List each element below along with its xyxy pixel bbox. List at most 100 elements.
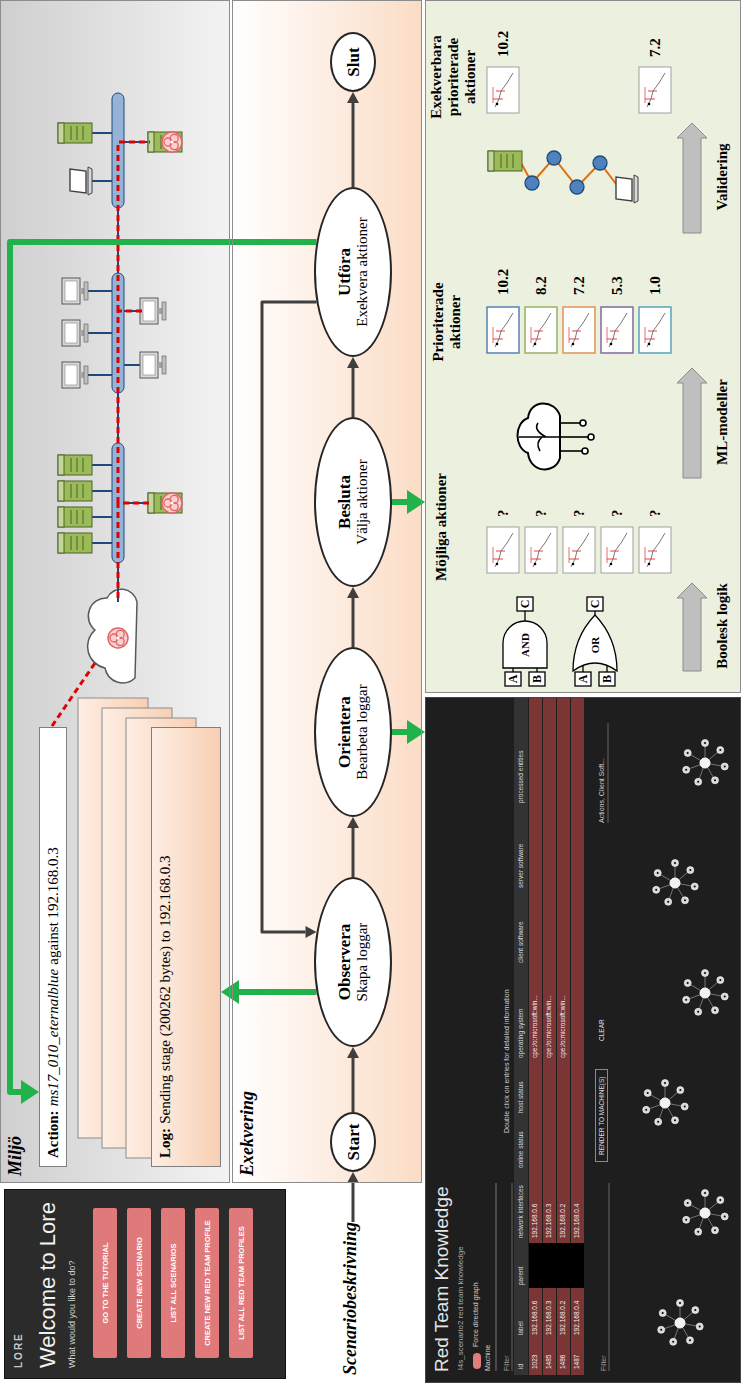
arrow-head xyxy=(21,1080,39,1104)
action-thumbnails xyxy=(487,67,671,573)
attack-graph-icon xyxy=(570,180,584,194)
action-thumbnails xyxy=(601,307,633,353)
process-oval: UtföraExekvera aktioner xyxy=(314,187,392,357)
flow-arrow xyxy=(347,357,359,417)
table-cell: 192.168.0.4 xyxy=(573,1301,580,1335)
network-illustration xyxy=(140,298,166,324)
network-illustration xyxy=(88,290,112,292)
gate-pin: A xyxy=(505,672,521,686)
node-title: Utföra xyxy=(335,248,354,296)
action-thumbnails xyxy=(487,307,519,353)
brain-icon xyxy=(560,436,588,438)
node-title: Action: xyxy=(45,1111,61,1159)
node-title: Exekvering xyxy=(237,1091,258,1176)
attack-graph-icon xyxy=(525,151,607,194)
flow-arrow xyxy=(347,587,359,647)
table-header: parent xyxy=(517,1267,524,1285)
network-illustration xyxy=(92,490,112,492)
action-thumbnails xyxy=(487,307,519,353)
network-illustration xyxy=(58,507,92,527)
table-cell: 192.168.0.6 xyxy=(531,1301,538,1335)
arrow-head xyxy=(221,980,239,1004)
connector-line xyxy=(392,729,407,735)
table-header: label xyxy=(517,1321,524,1335)
node-title: Start xyxy=(344,1124,363,1161)
network-illustration xyxy=(92,542,112,544)
action-thumbnails xyxy=(525,307,557,353)
app-button: CLEAR xyxy=(595,1013,608,1047)
rtk-screen xyxy=(473,697,728,1375)
score-value: 5.3 xyxy=(609,276,625,295)
network-illustration xyxy=(92,516,112,518)
rtk-screen xyxy=(658,1300,704,1346)
network-illustration xyxy=(58,533,92,553)
table-cell: 1486 xyxy=(559,1355,566,1369)
node-text: Bearbeta loggar xyxy=(354,684,371,779)
node-text: What would you like to do? xyxy=(67,1260,77,1368)
node-text: Validering xyxy=(714,122,731,232)
node-title: Möjliga aktioner xyxy=(433,447,450,607)
node-text: Sending stage (200262 bytes) to 192.168.… xyxy=(157,856,173,1124)
table-cell: 192.168.0.3 xyxy=(545,1204,552,1238)
logic-gates xyxy=(587,597,603,611)
arrow-head xyxy=(347,92,359,103)
rtk-screen xyxy=(529,1243,584,1288)
node-text: Exekverbara prioriterade aktioner xyxy=(428,27,479,127)
attack-graph-icon xyxy=(593,156,607,170)
flow-arrow xyxy=(347,817,359,877)
arrow-head xyxy=(347,817,359,828)
node-text: Boolesk logik xyxy=(714,566,731,686)
execution-panel: ExekveringStartObserveraSkapa loggarOrie… xyxy=(232,0,422,1183)
rtk-screen xyxy=(473,1353,481,1369)
rtk-screen xyxy=(496,1183,497,1371)
process-arrow xyxy=(677,123,707,671)
rtk-screen xyxy=(643,1080,689,1126)
network-illustration xyxy=(92,180,112,182)
table-header: online status xyxy=(517,1132,524,1169)
table-cell: 1023 xyxy=(531,1355,538,1369)
logic-gates xyxy=(503,597,617,686)
ui-text: Force directed graph xyxy=(472,1282,479,1347)
process-arrow xyxy=(677,123,707,233)
table-cell: 192.168.0.3 xyxy=(545,1301,552,1335)
action-thumbnails xyxy=(487,67,519,113)
network-illustration xyxy=(162,493,182,513)
gate-pin: C xyxy=(517,597,533,611)
flow-arrow xyxy=(347,1047,359,1112)
action-thumbnails xyxy=(601,527,633,573)
action-thumbnails xyxy=(563,307,595,353)
process-oval: OrienteraBearbeta loggar xyxy=(314,647,392,817)
network-illustration xyxy=(88,589,137,683)
brain-icon xyxy=(580,420,586,426)
brain-icon xyxy=(518,403,595,469)
attack-graph-icon xyxy=(488,151,638,203)
node-title: Observera xyxy=(335,924,354,1000)
decision-panel: Möjliga aktionerPrioriterade aktionerExe… xyxy=(425,0,741,693)
network-illustration xyxy=(62,278,88,304)
network-illustration xyxy=(148,132,182,152)
score-value: 7.2 xyxy=(647,38,663,57)
node-title: Slut xyxy=(344,47,363,76)
score-value: ? xyxy=(609,510,625,518)
action-thumbnails xyxy=(563,307,595,353)
data-flow-arrow xyxy=(221,980,317,1004)
brain-icon xyxy=(518,403,561,469)
node-title: Besluta xyxy=(335,475,354,529)
network-illustration xyxy=(124,364,140,366)
node-title: Orientera xyxy=(335,696,354,768)
panel-fill xyxy=(425,0,741,693)
table-header: processed entities xyxy=(517,751,524,803)
network-illustration xyxy=(52,93,182,726)
node-title: Scenariobeskrivning xyxy=(340,1222,361,1375)
app-screenshot: LOREWelcome to LoreWhat would you like t… xyxy=(4,1189,286,1379)
logic-gates xyxy=(503,597,617,686)
connector-line xyxy=(352,598,355,647)
attack-graph-icon xyxy=(616,175,638,203)
environment-panel: MiljöAction:ms17_010_eternalblueagainst … xyxy=(0,0,230,1183)
attack-graph-icon xyxy=(488,151,522,171)
brain-icon xyxy=(560,450,582,452)
arrow-head xyxy=(347,357,359,368)
brain-icon xyxy=(582,448,588,454)
connector-line xyxy=(262,302,317,932)
